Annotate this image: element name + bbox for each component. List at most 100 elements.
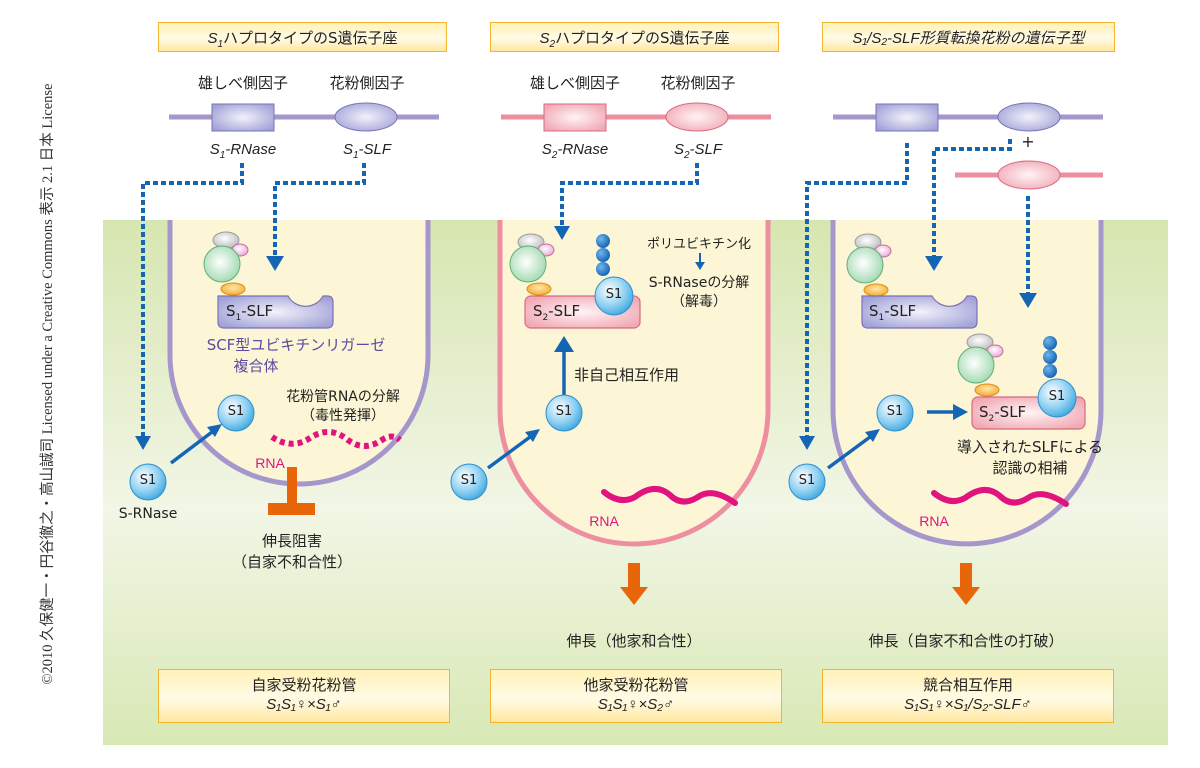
subscript: 2 [549, 39, 556, 50]
subscript: 2 [551, 150, 558, 161]
gene-base: S [673, 141, 684, 158]
protein-base: S [533, 302, 543, 320]
toxicity-label: （毒性発揮） [301, 408, 385, 424]
subscript: 1 [235, 313, 242, 323]
nonself-interaction-label: 非自己相互作用 [574, 366, 680, 384]
arrowhead-icon [135, 436, 151, 450]
scf-complex-label-2: 複合体 [233, 357, 279, 375]
s1-locus-transformed [833, 102, 1103, 132]
rna-label-1: RNA [255, 455, 285, 471]
growth-arrow-stem-3 [960, 563, 972, 587]
gene-base: S [209, 141, 220, 158]
rnase-degradation-label: S-RNaseの分解 [648, 275, 750, 291]
detoxification-label: （解毒） [671, 294, 727, 310]
dotted-arrow-rnase-3 [805, 143, 909, 436]
s1-rnase-sphere [594, 276, 634, 316]
polyubiquitination-label: ポリユビキチン化 [646, 237, 751, 252]
footer-cross: S₁S₁♀×S₁♂ [266, 696, 342, 713]
uptake-arrow-2 [486, 435, 532, 470]
ubiquitin-icon [596, 248, 610, 262]
rna-degraded [270, 429, 402, 449]
arrowhead-icon [953, 404, 968, 420]
s2-slf-protein-label-3: S2-SLF [979, 403, 1049, 424]
plus-sign: + [1021, 132, 1035, 151]
dotted-arrow-slf1-3 [932, 139, 1012, 258]
footer-cross: S₁S₁♀×S₂♂ [597, 696, 675, 713]
rnase-sphere-label: S1 [227, 404, 245, 419]
rna-intact-2 [601, 486, 738, 506]
panel-3-footer: 競合相互作用 S₁S₁♀×S₁/S₂-SLF♂ [822, 669, 1114, 723]
s1-rnase-sphere [129, 463, 167, 501]
rna-label-3: RNA [919, 513, 949, 529]
s1-rnase-sphere [788, 463, 826, 501]
arrowhead-icon [799, 436, 815, 450]
rna-intact-3 [931, 487, 1069, 507]
arrowhead-icon [865, 429, 880, 442]
rnase-sphere-label: S1 [605, 287, 623, 302]
s1-rnase-sphere [450, 463, 488, 501]
header-text: S₁/S₂-SLF形質転換花粉の遺伝子型 [852, 30, 1085, 47]
rna-degradation-label: 花粉管RNAの分解 [286, 389, 400, 405]
protein-base: S [226, 302, 236, 320]
ubiquitin-icon [1043, 336, 1057, 350]
s1-rnase-sphere [876, 394, 914, 432]
ubiquitin-icon [1043, 364, 1057, 378]
inhibition-stem [287, 467, 297, 504]
s2-slf-gene [665, 102, 729, 132]
s1-slf-gene [334, 102, 398, 132]
ubiquitin-icon [1043, 350, 1057, 364]
pollen-factor-label-2: 花粉側因子 [660, 74, 736, 92]
rnase-sphere-label: S1 [886, 404, 904, 419]
subscript: 1 [219, 150, 226, 161]
subscript: 1 [352, 150, 359, 161]
pollen-tube-1-wall [167, 220, 431, 487]
scf-complex-1 [203, 231, 334, 329]
growth-arrow-head-3 [952, 587, 980, 605]
gene-suffix: -RNase [225, 141, 277, 158]
arrowhead-icon [1019, 293, 1037, 308]
arrowhead-icon [554, 226, 570, 240]
s1-slf-protein [217, 295, 334, 329]
growth-cross-compatible-label: 伸長（他家和合性） [566, 632, 702, 650]
panel-2-footer: 他家受粉花粉管 S₁S₁♀×S₂♂ [490, 669, 782, 723]
arrowhead-icon [207, 424, 222, 437]
s1-slf-gene-label: S1-SLF [317, 141, 417, 161]
arrowhead-icon [525, 429, 540, 442]
s2-locus [501, 102, 771, 132]
protein-base: S [869, 302, 879, 320]
s1-slf-protein-label-3: S1-SLF [869, 302, 939, 323]
growth-inhibition-label: 伸長阻害 [261, 532, 322, 550]
pollen-tube-3-wall [830, 220, 1104, 547]
arrowhead-icon [554, 336, 574, 352]
protein-suffix: -SLF [994, 403, 1027, 421]
gene-base: S [541, 141, 552, 158]
dotted-arrow-rnase-1 [141, 163, 244, 436]
subscript: 2 [542, 313, 549, 323]
arrowhead-icon [695, 262, 705, 270]
arrowhead-icon [266, 256, 284, 271]
s1-rnase-sphere [217, 394, 255, 432]
complementation-label-1: 導入されたSLFによる [956, 438, 1104, 456]
gene-suffix: -SLF [689, 141, 723, 158]
scf-complex-label-1: SCF型ユビキチンリガーゼ [206, 336, 386, 354]
uptake-arrow-1 [169, 430, 214, 465]
protein-suffix: -SLF [241, 302, 274, 320]
self-incompatibility-label: （自家不和合性） [231, 553, 352, 571]
subscript: 2 [683, 150, 690, 161]
panel-1-header: S1ハプロタイプのS遺伝子座 [158, 22, 447, 52]
rnase-sphere-label: S1 [555, 404, 573, 419]
italic-s: S [207, 30, 218, 47]
protein-suffix: -SLF [884, 302, 917, 320]
scf-complex-3a [846, 233, 978, 329]
ubiquitin-icon [596, 234, 610, 248]
s1-rnase-gene [211, 103, 275, 132]
subscript: 2 [988, 414, 995, 424]
subscript: 1 [878, 313, 885, 323]
gene-suffix: -RNase [557, 141, 609, 158]
inhibition-bar [268, 503, 315, 515]
rnase-sphere-label: S1 [460, 473, 478, 488]
footer-title: 自家受粉花粉管 [251, 676, 357, 694]
s2-rnase-gene-label: S2-RNase [525, 141, 625, 161]
